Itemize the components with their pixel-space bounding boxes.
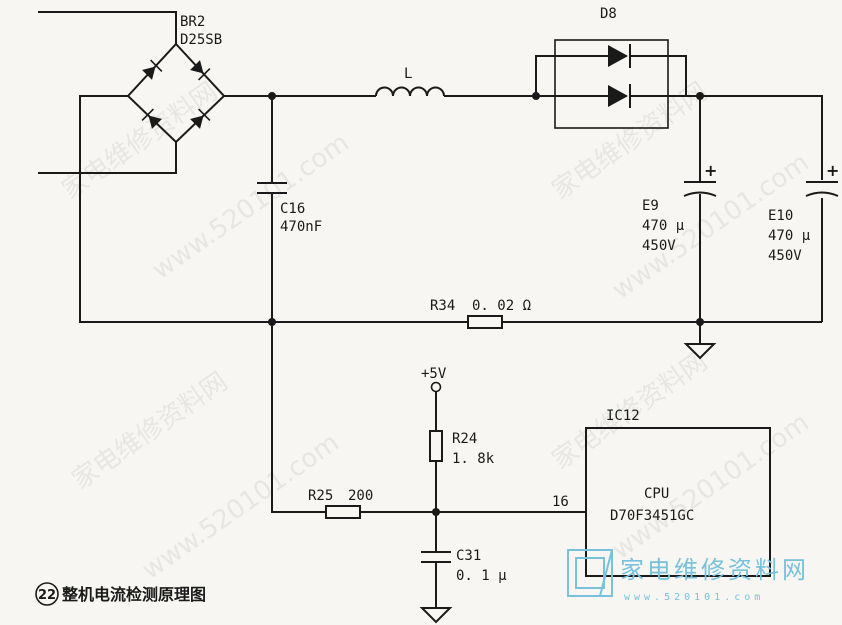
r25-value: 200 bbox=[348, 488, 373, 504]
capacitor-curved-plate bbox=[683, 191, 717, 197]
ic12-pin-number: 16 bbox=[552, 494, 569, 510]
inductor-ref: L bbox=[404, 66, 412, 82]
supply-terminal-5v: +5V bbox=[421, 366, 447, 393]
bridge-diode-icon bbox=[190, 108, 211, 129]
junctions bbox=[268, 92, 704, 516]
d8-upper-branch-in bbox=[535, 55, 608, 96]
diode-icon bbox=[608, 44, 631, 68]
logo-text: 家电维修资料网 bbox=[620, 556, 809, 584]
logo-mark-icon bbox=[567, 549, 613, 597]
electrolytic-capacitor-e9: + E9 470 µ 450V bbox=[642, 161, 717, 254]
diode-icon bbox=[608, 84, 631, 108]
d8-ref: D8 bbox=[600, 6, 617, 22]
capacitor-curved-plate bbox=[805, 191, 839, 197]
e10-value: 470 µ bbox=[768, 228, 811, 244]
resistor-r25: R25 200 bbox=[308, 488, 373, 519]
inductor-l: L bbox=[375, 66, 445, 97]
resistor-r34: R34 0. 02 Ω bbox=[430, 298, 531, 329]
logo-url: www.520101.com bbox=[624, 592, 764, 603]
bridge-outline bbox=[126, 42, 226, 144]
negative-return-wire bbox=[79, 95, 272, 323]
supply-terminal-icon bbox=[430, 381, 442, 393]
site-logo: 家电维修资料网 www.520101.com bbox=[567, 549, 809, 603]
watermark-url: www.520101.com bbox=[137, 428, 345, 586]
watermark-text: 家电维修资料网 bbox=[67, 367, 233, 496]
resistor-body bbox=[467, 315, 503, 329]
ac-input-bottom bbox=[38, 142, 177, 174]
inductor-coil-icon bbox=[375, 86, 445, 97]
e10-ref: E10 bbox=[768, 208, 793, 224]
junction-dot bbox=[268, 318, 276, 326]
junction-dot bbox=[696, 318, 704, 326]
c16-value: 470nF bbox=[280, 219, 322, 235]
resistor-r24: R24 1. 8k bbox=[429, 430, 495, 467]
c16-ref: C16 bbox=[280, 201, 305, 217]
r25-ref: R25 bbox=[308, 488, 333, 504]
e9-ref: E9 bbox=[642, 198, 659, 214]
br2-ref: BR2 bbox=[180, 14, 205, 30]
polarity-plus-icon: + bbox=[704, 161, 717, 180]
r34-ref: R34 bbox=[430, 298, 455, 314]
r34-value: 0. 02 Ω bbox=[472, 298, 531, 314]
ac-input-top bbox=[38, 11, 177, 44]
watermark-url: www.520101.com bbox=[607, 408, 815, 566]
c31-ref: C31 bbox=[456, 548, 481, 564]
ic12-part: D70F3451GC bbox=[610, 508, 694, 524]
bridge-diode-icon bbox=[141, 108, 162, 129]
br2-part: D25SB bbox=[180, 32, 222, 48]
ground-symbol-icon bbox=[683, 343, 717, 360]
capacitor-c16: C16 470nF bbox=[257, 182, 322, 235]
caption-number: 22 bbox=[38, 588, 56, 603]
junction-dot bbox=[432, 508, 440, 516]
caption-number-circle bbox=[35, 582, 59, 606]
capacitor-c31: C31 0. 1 µ bbox=[421, 548, 507, 584]
electrolytic-capacitor-e10: + E10 470 µ 450V bbox=[768, 161, 839, 264]
sense-line bbox=[271, 322, 326, 513]
resistor-body bbox=[325, 505, 361, 519]
caption-text: 整机电流检测原理图 bbox=[61, 585, 206, 604]
e10-voltage: 450V bbox=[768, 248, 802, 264]
bridge-diode-icon bbox=[190, 60, 211, 81]
ic12-package bbox=[585, 427, 771, 577]
supply-label: +5V bbox=[421, 366, 447, 382]
d8-upper-branch-out bbox=[630, 55, 687, 96]
r24-ref: R24 bbox=[452, 431, 477, 447]
figure-caption: 22 整机电流检测原理图 bbox=[35, 582, 206, 606]
wiring bbox=[38, 11, 823, 608]
watermark-url: www.520101.com bbox=[147, 128, 355, 286]
junction-dot bbox=[268, 92, 276, 100]
polarity-plus-icon: + bbox=[826, 161, 839, 180]
dual-diode-d8: D8 bbox=[535, 6, 700, 129]
bridge-rectifier-br2: BR2 D25SB bbox=[126, 14, 226, 144]
ic12-cpu: IC12 CPU D70F3451GC 16 bbox=[552, 408, 771, 577]
positive-rail-right bbox=[700, 95, 823, 322]
e9-voltage: 450V bbox=[642, 238, 676, 254]
d8-package-outline bbox=[554, 39, 669, 129]
r24-value: 1. 8k bbox=[452, 451, 495, 467]
e9-value: 470 µ bbox=[642, 218, 685, 234]
ground-symbol-icon bbox=[419, 607, 453, 624]
bridge-diode-icon bbox=[142, 59, 163, 80]
c31-value: 0. 1 µ bbox=[456, 568, 507, 584]
ic12-name: CPU bbox=[644, 486, 669, 502]
resistor-body bbox=[429, 430, 443, 462]
ic12-ref: IC12 bbox=[606, 408, 640, 424]
